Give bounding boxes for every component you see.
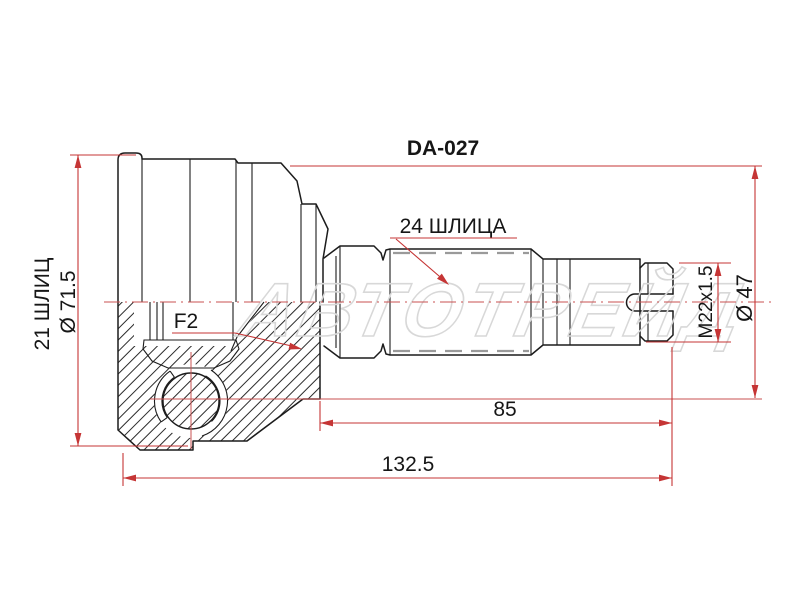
housing-section-hatched <box>117 301 321 451</box>
outer-diameter-label: Ø 71.5 <box>57 270 80 333</box>
total-length-label: 132.5 <box>382 453 435 476</box>
labels: DA-027 24 ШЛИЦА F2 85 132.5 21 ШЛИЦ Ø 71… <box>31 137 757 476</box>
watermark-text: АВТОТРЕЙД <box>230 267 753 353</box>
shaft-splines-leader <box>390 237 517 283</box>
dimension-lines <box>70 154 774 486</box>
inner-code-label: F2 <box>174 310 199 333</box>
thread-spec-label: M22x1.5 <box>696 266 717 339</box>
cotter-slot <box>625 293 674 312</box>
shaft-splines-label: 24 ШЛИЦА <box>400 215 507 238</box>
watermark: АВТОТРЕЙД <box>230 266 755 354</box>
outer-splines-label: 21 ШЛИЦ <box>31 257 54 350</box>
inner-code-leader <box>172 332 297 348</box>
inner-race-section <box>142 339 240 369</box>
part-number-title: DA-027 <box>407 137 479 160</box>
spline-length-label: 85 <box>493 398 516 421</box>
end-diameter-label: Ø 47 <box>732 274 757 322</box>
